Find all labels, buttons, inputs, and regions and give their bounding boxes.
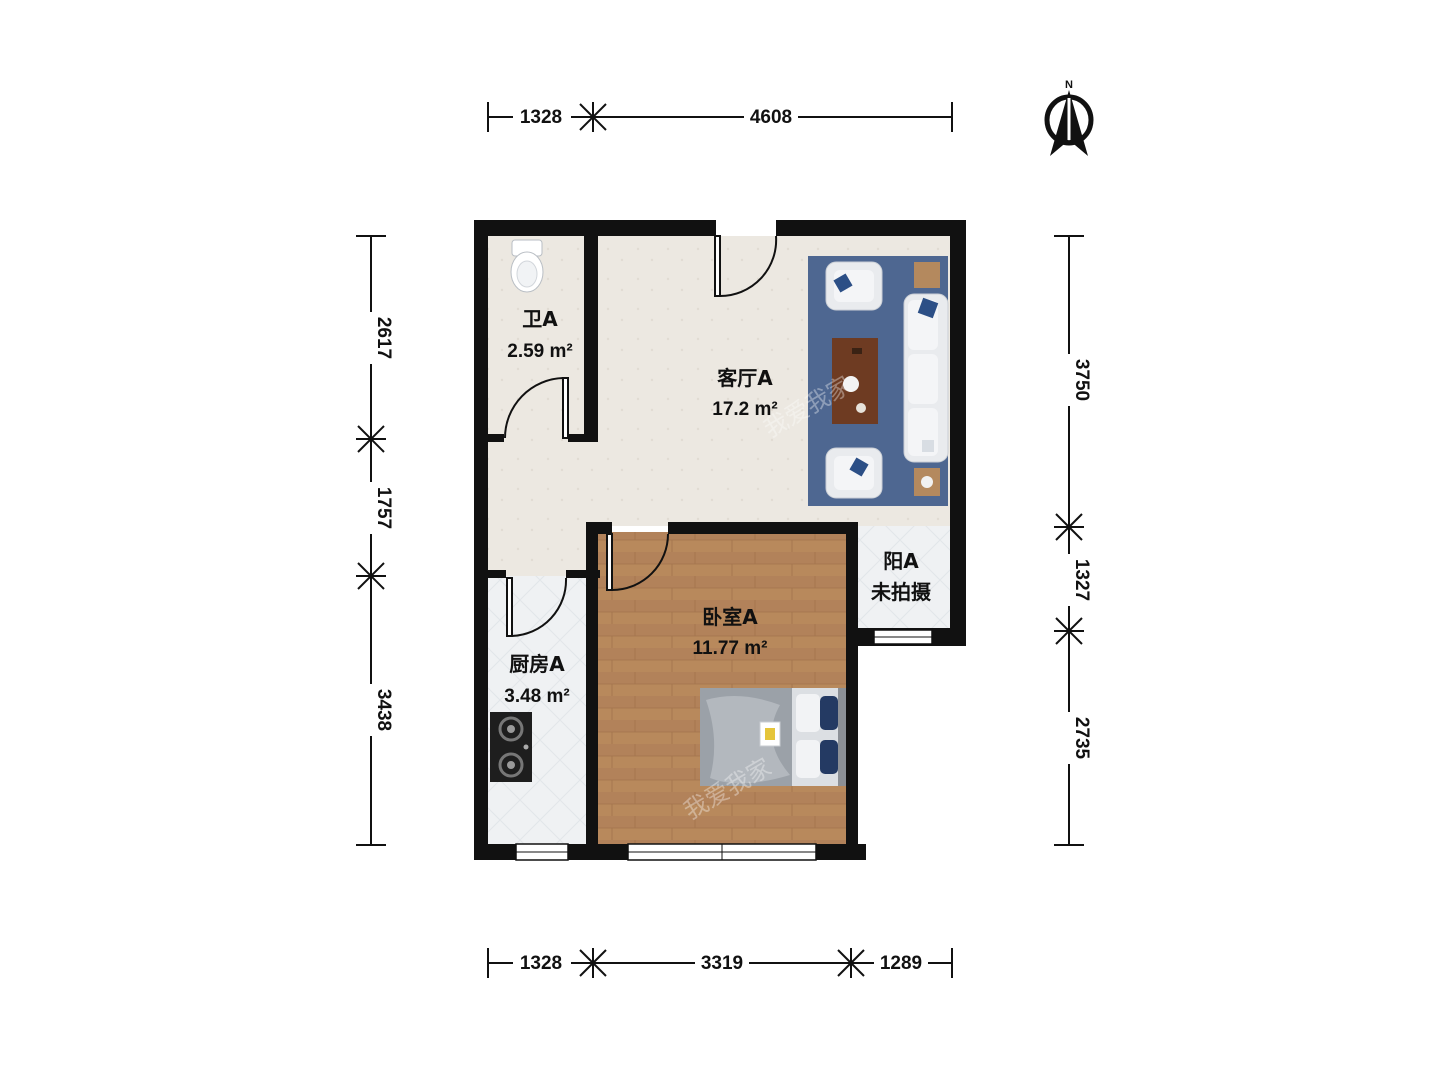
wall-bath-bottom-left — [488, 434, 504, 442]
dim-right-2: 1327 — [1071, 559, 1092, 601]
dim-top-1: 1328 — [520, 107, 562, 128]
hall-floor — [488, 438, 596, 576]
wall-bed-top-left — [586, 522, 612, 534]
walls — [474, 220, 966, 860]
north-arrow-icon: N — [1044, 79, 1094, 156]
dim-bottom-3: 1289 — [880, 953, 922, 974]
living-furniture — [808, 256, 949, 506]
wall-kitchen-top-right — [566, 570, 600, 578]
wall-right-upper — [950, 220, 966, 524]
dim-left-3: 3438 — [373, 689, 394, 731]
room-area-kitchen: 3.48 m² — [504, 686, 569, 707]
wall-bottom-1 — [474, 844, 516, 860]
wall-top-right — [776, 220, 966, 236]
bed — [700, 688, 846, 786]
armchair-bottom — [825, 447, 883, 499]
window-bedroom — [627, 843, 817, 861]
wall-kitchen-right — [586, 522, 598, 860]
door-bathroom — [504, 377, 569, 439]
dimension-labels: 1328 4608 1328 3319 1289 2617 1757 3438 … — [360, 105, 1092, 974]
stove — [490, 712, 532, 782]
room-area-bathroom: 2.59 m² — [507, 341, 572, 362]
dim-bottom-1: 1328 — [520, 953, 562, 974]
wall-top-left — [474, 220, 716, 236]
coffee-table — [832, 338, 878, 424]
door-bedroom — [606, 533, 669, 591]
wall-bath-right — [584, 236, 598, 442]
wall-kitchen-top-left — [488, 570, 506, 578]
dim-right-1: 3750 — [1071, 359, 1092, 401]
dim-bottom-2: 3319 — [701, 953, 743, 974]
wall-bottom-2 — [568, 844, 628, 860]
sofa — [903, 293, 949, 463]
room-name-balcony: 阳A — [883, 549, 919, 573]
dim-right-3: 2735 — [1071, 717, 1092, 760]
dim-top-2: 4608 — [750, 107, 792, 128]
wall-right-balcony — [950, 524, 966, 646]
wall-left — [474, 220, 488, 860]
room-area-living: 17.2 m² — [712, 399, 777, 420]
room-labels: 卫A 2.59 m² 客厅A 17.2 m² 卧室A 11.77 m² 厨房A … — [504, 307, 932, 707]
wall-bed-top-right — [668, 522, 854, 534]
kitchen-floor — [488, 576, 586, 844]
wall-bottom-3 — [816, 844, 866, 860]
compass-label: N — [1065, 79, 1073, 91]
windows — [515, 629, 933, 861]
door-entrance — [714, 235, 778, 298]
doors — [504, 235, 778, 637]
room-name-bathroom: 卫A — [522, 307, 558, 331]
dim-left-2: 1757 — [373, 487, 394, 529]
toilet — [510, 239, 544, 293]
side-table-top — [914, 262, 940, 288]
wall-bed-right — [846, 522, 858, 860]
wall-bath-bottom-right — [568, 434, 598, 442]
room-area-bedroom: 11.77 m² — [693, 638, 768, 659]
dim-left-1: 2617 — [373, 317, 394, 359]
armchair-top — [825, 261, 883, 311]
balcony-floor — [852, 526, 952, 630]
room-name-bedroom: 卧室A — [702, 605, 758, 629]
room-note-balcony: 未拍摄 — [871, 580, 932, 604]
room-name-kitchen: 厨房A — [509, 652, 565, 676]
room-name-living: 客厅A — [716, 366, 773, 390]
door-kitchen — [506, 577, 568, 637]
window-kitchen — [515, 843, 569, 861]
window-balcony — [873, 629, 933, 645]
